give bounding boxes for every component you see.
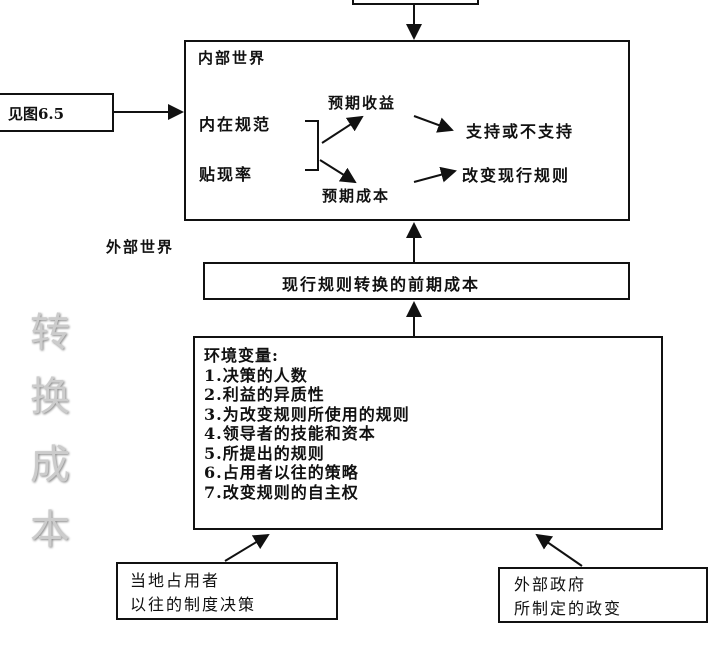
external-line: 所制定的政变 bbox=[514, 599, 623, 618]
env-item: 5.所提出的规则 bbox=[204, 443, 325, 463]
local-line: 当地占用者 bbox=[130, 571, 221, 590]
watermark-char: 成 bbox=[30, 442, 70, 488]
watermark-char: 本 bbox=[30, 507, 70, 553]
inner-world-title: 内部世界 bbox=[198, 49, 267, 67]
discount-rate: 贴现率 bbox=[199, 165, 254, 184]
expected-cost: 预期成本 bbox=[322, 187, 391, 205]
see-figure-box bbox=[0, 93, 114, 132]
upfront-cost: 现行规则转换的前期成本 bbox=[282, 275, 481, 294]
env-item: 4.领导者的技能和资本 bbox=[204, 424, 376, 443]
external-box: 外部政府 所制定的政变 bbox=[498, 567, 708, 623]
local-line: 以往的制度决策 bbox=[130, 595, 257, 614]
expected-benefit: 预期收益 bbox=[328, 94, 397, 112]
inner-world-box bbox=[184, 40, 630, 221]
support-or-not: 支持或不支持 bbox=[466, 122, 575, 141]
outer-world-label: 外部世界 bbox=[106, 238, 175, 256]
environment-variables-box: 环境变量: 1.决策的人数 2.利益的异质性 3.为改变规则所使用的规则 4.领… bbox=[193, 336, 663, 530]
internal-norms: 内在规范 bbox=[199, 115, 272, 134]
local-box: 当地占用者 以往的制度决策 bbox=[116, 562, 338, 620]
env-item: 1.决策的人数 bbox=[204, 365, 308, 385]
watermark-char: 转 bbox=[30, 310, 70, 356]
env-title: 环境变量: bbox=[204, 346, 279, 365]
upfront-cost-box bbox=[203, 262, 630, 300]
change-rules: 改变现行规则 bbox=[462, 166, 571, 185]
env-item: 7.改变规则的自主权 bbox=[204, 482, 359, 502]
env-item: 6.占用者以往的策略 bbox=[204, 463, 359, 482]
env-item: 3.为改变规则所使用的规则 bbox=[204, 404, 410, 424]
watermark-char: 换 bbox=[30, 374, 70, 420]
env-item: 2.利益的异质性 bbox=[204, 385, 325, 404]
external-line: 外部政府 bbox=[514, 575, 587, 594]
see-figure: 见图6.5 bbox=[8, 105, 65, 123]
